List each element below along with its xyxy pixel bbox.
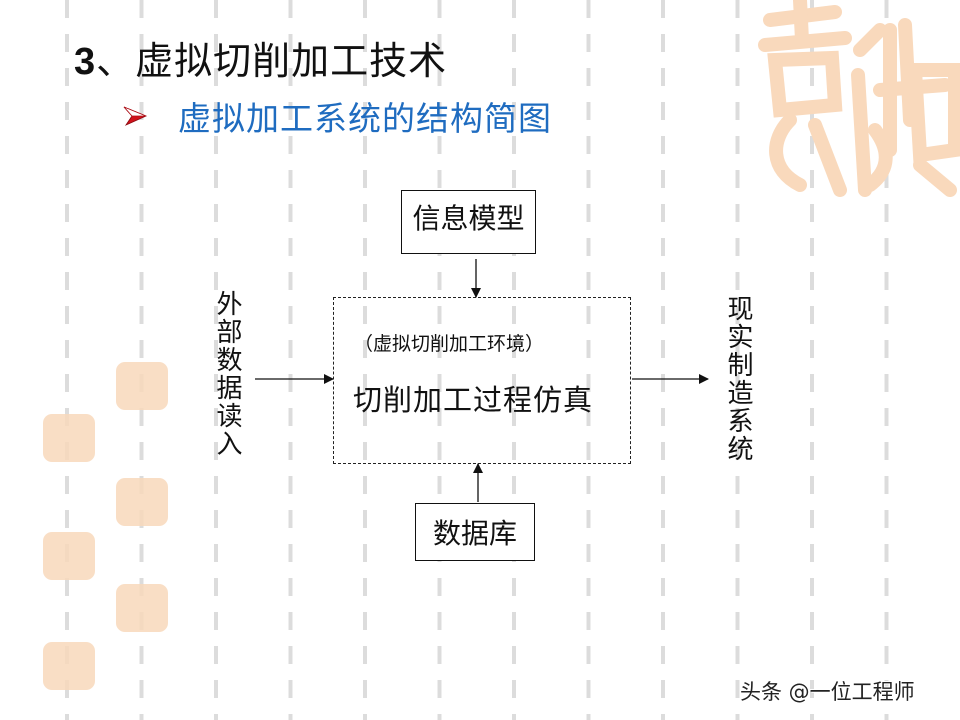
slide-title: 3、虚拟切削加工技术 [74,30,447,85]
environment-caption: （虚拟切削加工环境） [354,333,545,355]
seal-stamp [43,532,95,580]
database-label: 数据库 [432,517,517,550]
seal-stamp [116,478,168,526]
info-model-box: 信息模型 [401,190,536,254]
slide-subtitle: 虚拟加工系统的结构简图 [178,99,552,138]
seal-stamp [116,584,168,632]
source-watermark: 头条 @一位工程师 [740,680,915,704]
real-manufacturing-output-label: 现实制造系统 [723,295,753,463]
process-simulation-label: 切削加工过程仿真 [353,383,594,417]
seal-stamp [116,362,168,410]
external-data-input-label: 外部数据读入 [212,290,242,458]
database-box: 数据库 [415,503,535,561]
title-separator: 、 [96,39,136,83]
title-number: 3 [74,41,97,83]
arrowhead-bullet-icon [123,106,148,126]
seal-stamp [43,414,95,462]
info-model-label: 信息模型 [412,202,525,235]
title-text: 虚拟切削加工技术 [135,39,448,83]
seal-stamp [43,642,95,690]
subtitle-bullet-row: 虚拟加工系统的结构简图 [122,92,552,140]
auspicious-seal-logo [758,0,960,197]
